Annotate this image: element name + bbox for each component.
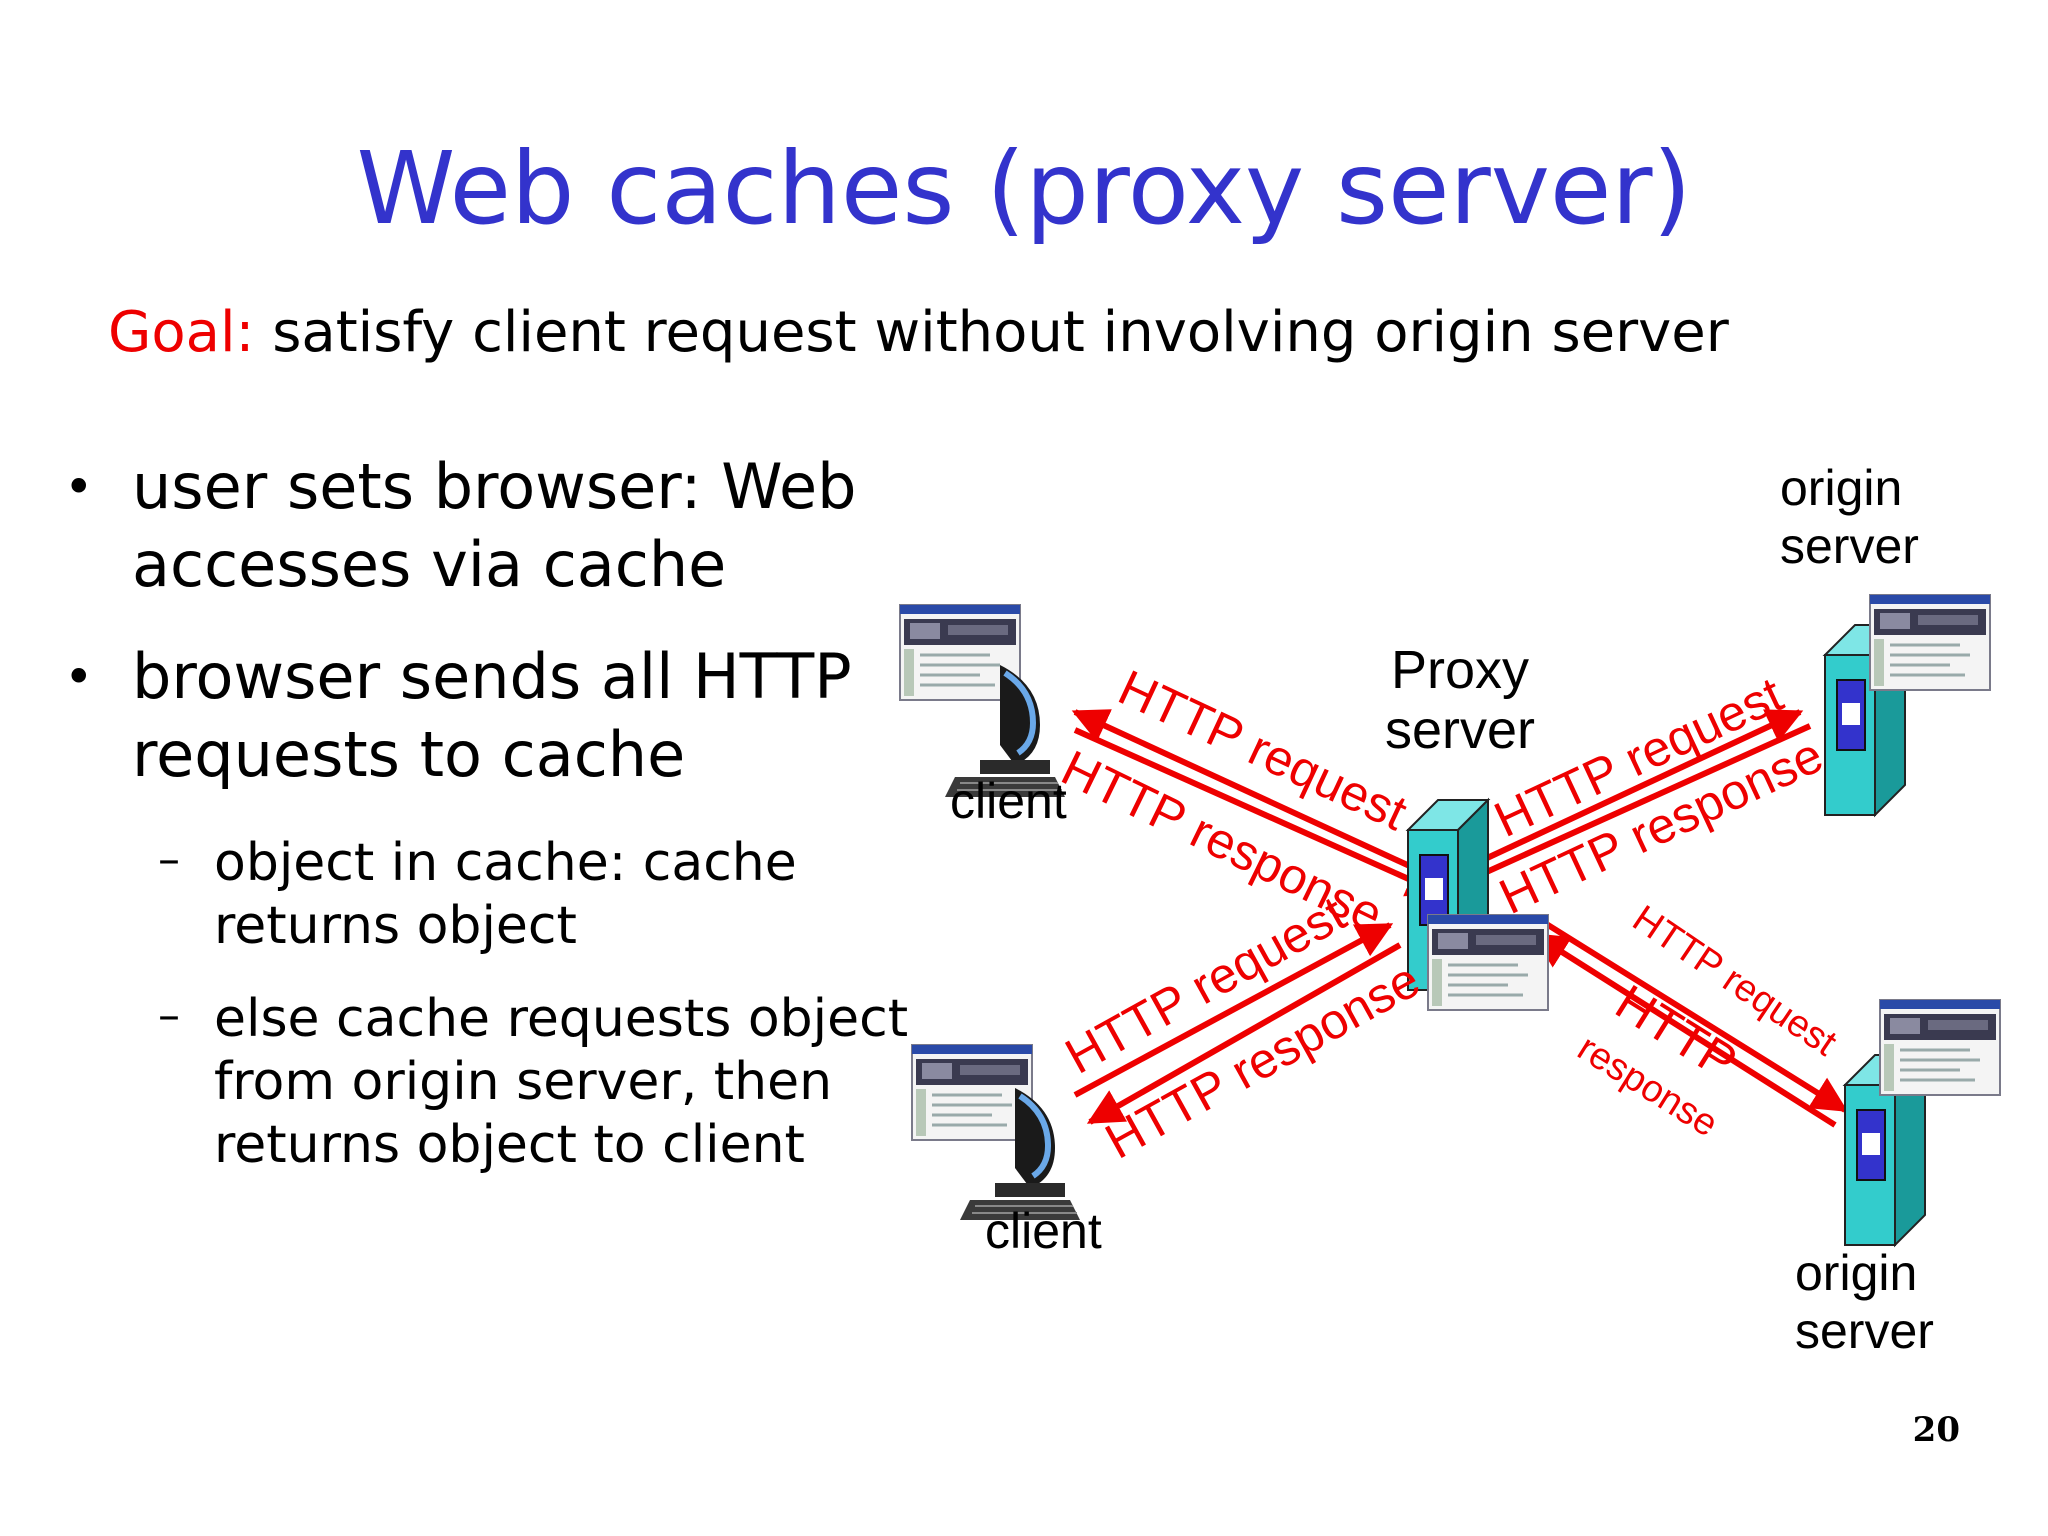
sub-bullet-line: returns object to client: [214, 1115, 805, 1175]
proxy-browser-icon: [1426, 913, 1550, 1012]
arrow-lines: [1071, 709, 1849, 1128]
sub-bullet-line: else cache requests object: [214, 989, 909, 1049]
bullet-line: browser sends all HTTP: [132, 640, 852, 713]
client-top-label: client: [950, 773, 1067, 829]
goal-text: satisfy client request without involving…: [254, 300, 1729, 365]
sub-bullet-marker: –: [158, 834, 180, 885]
origin-top-browser-icon: [1868, 593, 1992, 692]
origin-top-label-line-2: server: [1780, 518, 1919, 574]
slide-title: Web caches (proxy server): [356, 130, 1692, 247]
origin-top-label-line-1: origin: [1780, 460, 1902, 516]
client-bottom-label: client: [985, 1203, 1102, 1259]
sub-bullet-line: object in cache: cache: [214, 833, 797, 893]
sub-bullet-line: returns object: [214, 896, 577, 956]
origin-bottom-label-line-1: origin: [1795, 1245, 1917, 1301]
bullet-marker: •: [64, 458, 94, 516]
bullet-line: user sets browser: Web: [132, 450, 857, 523]
sub-bullet-marker: –: [158, 990, 180, 1041]
bullet-line: requests to cache: [132, 718, 686, 791]
goal-label: Goal:: [108, 300, 255, 365]
sub-bullet-line: from origin server, then: [214, 1052, 833, 1112]
bullet-marker: •: [64, 648, 94, 706]
origin-bottom-label-line-2: server: [1795, 1303, 1934, 1359]
proxy-label-line-2: server: [1385, 700, 1535, 760]
proxy-label-line-1: Proxy: [1391, 640, 1529, 700]
page-number: 20: [1912, 1410, 1960, 1450]
bullet-line: accesses via cache: [132, 528, 727, 601]
goal-statement: Goal: satisfy client request without inv…: [108, 300, 1729, 365]
client-bottom-browser-icon: [910, 1043, 1034, 1142]
origin-bottom-browser-icon: [1878, 998, 2002, 1097]
